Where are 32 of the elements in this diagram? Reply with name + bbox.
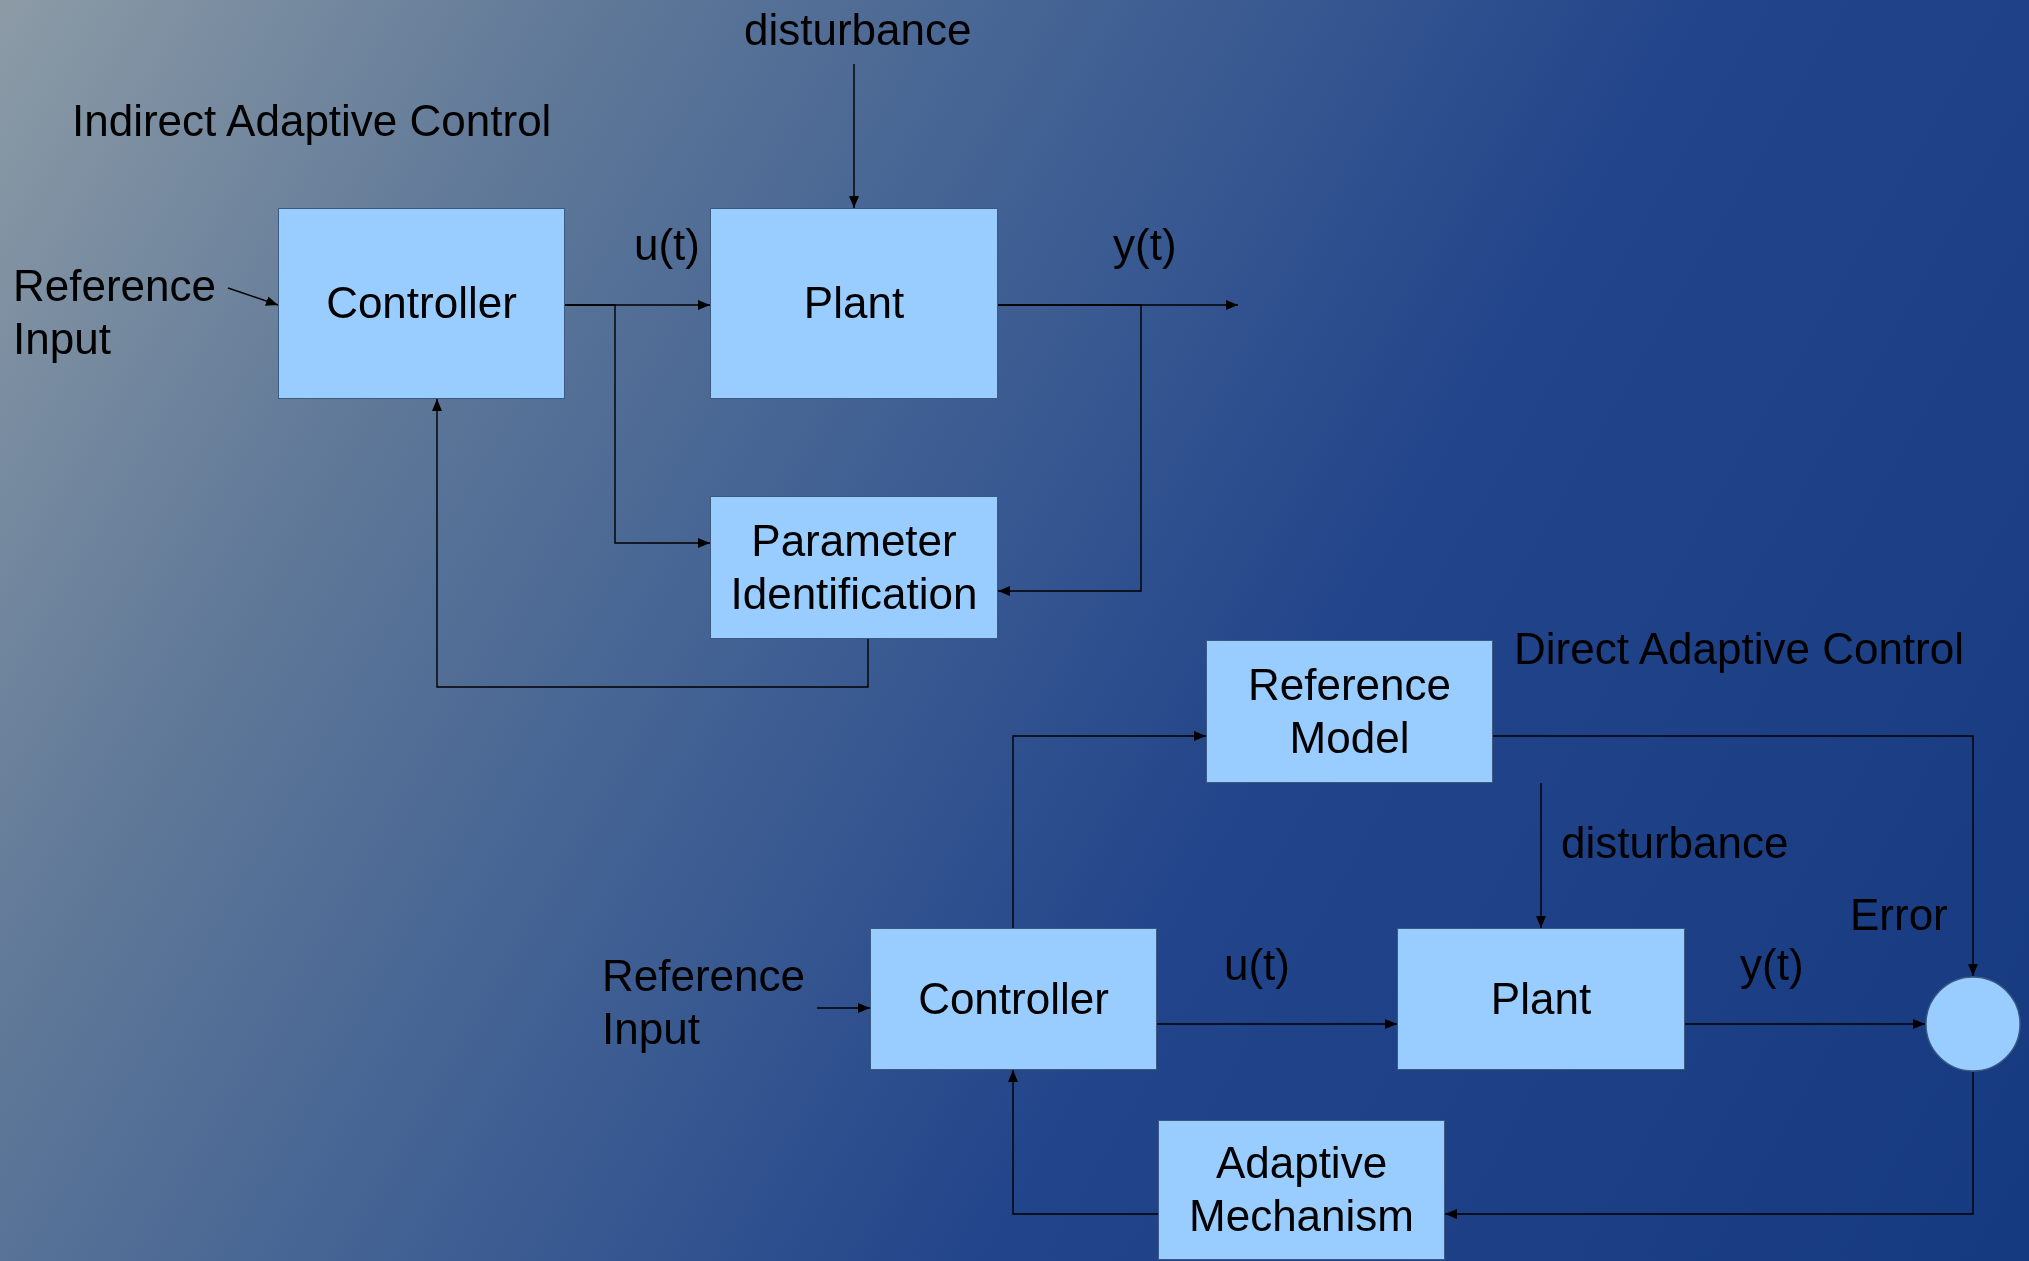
edge-label: disturbance [1561, 818, 1789, 868]
arrow [816, 1003, 871, 1013]
arrow [1684, 1019, 1926, 1029]
edge-label: y(t) [1113, 220, 1177, 270]
arrow [432, 398, 869, 688]
arrow [1156, 1019, 1398, 1029]
section-title: Indirect Adaptive Control [72, 96, 552, 146]
signal-label: Reference Input [13, 260, 217, 365]
block-box: Plant [710, 208, 998, 399]
block-box: Parameter Identification [710, 496, 998, 639]
signal-label: Reference Input [602, 950, 806, 1055]
arrow [227, 287, 279, 306]
arrow [1444, 1071, 1974, 1219]
block-box: Controller [278, 208, 565, 399]
section-title: Direct Adaptive Control [1514, 624, 1964, 674]
edge-label: u(t) [634, 220, 700, 270]
arrow [849, 63, 859, 209]
edge-label: u(t) [1224, 940, 1290, 990]
arrow [1008, 1069, 1159, 1215]
signal-label: disturbance [744, 4, 972, 56]
arrow [1012, 731, 1207, 929]
arrow [564, 304, 711, 548]
edge-label: Error [1850, 890, 1948, 940]
block-box: Adaptive Mechanism [1158, 1120, 1445, 1260]
edge-label: y(t) [1740, 940, 1804, 990]
arrow [997, 304, 1142, 596]
block-box: Reference Model [1206, 640, 1493, 783]
arrow [1492, 735, 1978, 977]
block-box: Plant [1397, 928, 1685, 1070]
arrow [1536, 782, 1546, 929]
summing-junction-circle [1925, 976, 2021, 1072]
block-box: Controller [870, 928, 1157, 1070]
